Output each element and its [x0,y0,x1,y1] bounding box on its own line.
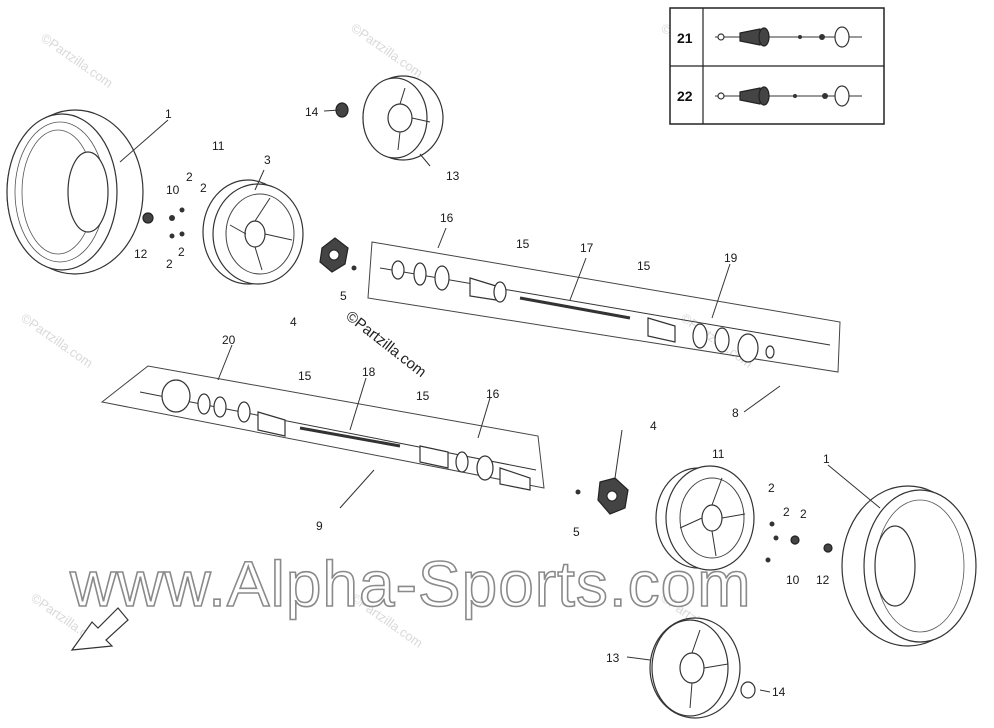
callout-4: 4 [290,315,297,329]
callouts: 1 1 2 2 2 2 2 2 2 3 4 4 5 5 8 9 10 10 11… [134,105,830,699]
callout-19: 19 [724,251,738,265]
callout-20: 20 [222,333,236,347]
callout-15: 15 [298,369,312,383]
tire-top-left-icon [6,109,144,275]
callout-14: 14 [772,685,786,699]
wheel-bottom-right-icon [655,465,755,571]
legend-shaft-21-icon [715,26,862,48]
callout-2: 2 [800,507,807,521]
callout-5: 5 [573,525,580,539]
callout-10: 10 [166,183,180,197]
callout-8: 8 [732,406,739,420]
site-watermark: www.Alpha-Sports.com [69,548,752,620]
leader-lines [119,109,881,693]
callout-16: 16 [486,387,500,401]
callout-2: 2 [166,257,173,271]
callout-12: 12 [134,247,148,261]
callout-10: 10 [786,573,800,587]
hub-lower-icon [597,477,629,515]
callout-1: 1 [165,107,172,121]
hub-upper-icon [319,237,349,273]
callout-3: 3 [264,153,271,167]
callout-9: 9 [316,519,323,533]
callout-14: 14 [305,105,319,119]
callout-12: 12 [816,573,830,587]
callout-15: 15 [637,259,651,273]
upper-axle-panel [367,241,841,373]
callout-11: 11 [212,139,225,153]
callout-16: 16 [440,211,454,225]
front-direction-arrow-icon [70,607,129,651]
callout-2: 2 [200,181,207,195]
callout-2: 2 [783,505,790,519]
callout-4: 4 [650,419,657,433]
callout-18: 18 [362,365,376,379]
center-watermark: ©Partzilla.com [343,308,430,381]
spare-wheel-top-icon [335,75,444,161]
spare-wheel-bottom-icon [649,617,756,719]
callout-17: 17 [580,241,594,255]
legend-shaft-22-icon [715,85,862,107]
callout-15: 15 [416,389,430,403]
watermark-text: ©Partzilla.com [348,20,425,80]
callout-13: 13 [606,651,620,665]
callout-2: 2 [178,245,185,259]
wheel-top-left-icon [202,179,304,285]
lower-axle-panel [100,365,545,491]
callout-11: 11 [712,447,725,461]
watermark-text: ©Partzilla.com [18,310,95,370]
variant-legend: 21 22 [669,7,885,125]
callout-15: 15 [516,237,530,251]
fasteners [142,207,833,563]
tire-bottom-right-icon [841,485,977,647]
watermark-text: ©Partzilla.com [38,30,115,90]
legend-number-22: 22 [677,88,693,104]
callout-5: 5 [340,289,347,303]
callout-13: 13 [446,169,460,183]
callout-2: 2 [768,481,775,495]
callout-1: 1 [823,452,830,466]
callout-2: 2 [186,170,193,184]
legend-number-21: 21 [677,30,693,46]
